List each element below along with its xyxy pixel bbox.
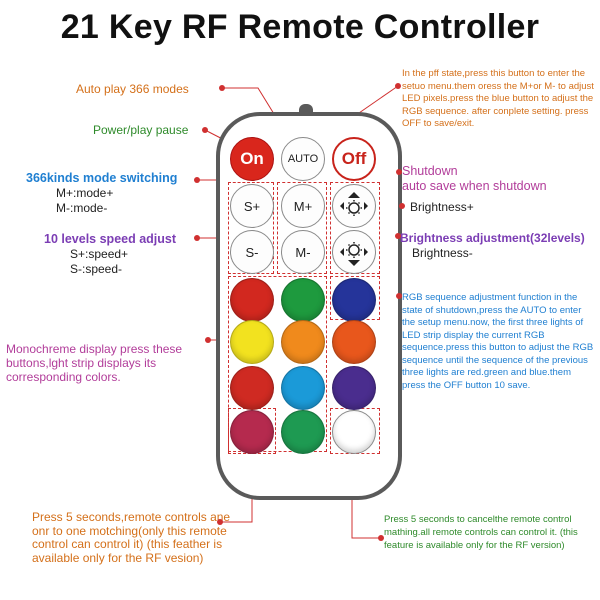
auto-play-label: Auto play 366 modes bbox=[76, 82, 189, 96]
mode-switch-label: 366kinds mode switching bbox=[26, 171, 178, 185]
speed-minus-label: S-:speed- bbox=[70, 262, 123, 276]
auto-button[interactable]: AUTO bbox=[281, 137, 325, 181]
color-button-r3-c3[interactable] bbox=[332, 366, 376, 410]
brightness-adjust-label: Brightness adjustment(32levels) bbox=[400, 231, 585, 245]
connector-dot bbox=[395, 83, 401, 89]
color-button-r3-c1[interactable] bbox=[230, 366, 274, 410]
brightness-up-icon bbox=[340, 192, 368, 216]
page-title: 21 Key RF Remote Controller bbox=[60, 8, 540, 46]
connector-dot bbox=[396, 293, 402, 299]
rgb-sequence-label: RGB sequence adjustment function in the … bbox=[402, 292, 594, 391]
brightness-minus-label: Brightness- bbox=[412, 246, 473, 260]
shutdown-label: Shutdown bbox=[402, 164, 458, 178]
speed-adjust-label: 10 levels speed adjust bbox=[44, 232, 177, 246]
monochrome-label: Monochreme display press these buttons,l… bbox=[6, 342, 183, 384]
mode-plus-button[interactable]: M+ bbox=[281, 184, 325, 228]
connector-dot bbox=[378, 535, 384, 541]
color-button-r1-c3[interactable] bbox=[332, 278, 376, 322]
connector-dot bbox=[194, 235, 200, 241]
color-button-r4-c2[interactable] bbox=[281, 410, 325, 454]
power-label: Power/play pause bbox=[93, 123, 189, 137]
mode-plus-label: M+:mode+ bbox=[56, 186, 114, 200]
color-button-r2-c3[interactable] bbox=[332, 320, 376, 364]
pair-label: Press 5 seconds,remote controls ane onr … bbox=[32, 510, 231, 565]
remote-nub bbox=[299, 104, 313, 114]
color-group bbox=[228, 276, 327, 452]
brightness-plus-label: Brightness+ bbox=[410, 200, 474, 214]
speed-plus-button[interactable]: S+ bbox=[230, 184, 274, 228]
speed-minus-button[interactable]: S- bbox=[230, 230, 274, 274]
connector-dot bbox=[217, 519, 223, 525]
brightness-down-icon bbox=[340, 242, 368, 266]
color-button-r1-c1[interactable] bbox=[230, 278, 274, 322]
color-button-r4-c3[interactable] bbox=[332, 410, 376, 454]
connector-dot bbox=[396, 169, 402, 175]
connector-dot bbox=[205, 337, 211, 343]
connector-dot bbox=[194, 177, 200, 183]
auto-save-label: auto save when shutdown bbox=[402, 179, 547, 193]
connector-dot bbox=[399, 203, 405, 209]
brightness-minus-button[interactable] bbox=[332, 230, 376, 274]
color-button-r2-c1[interactable] bbox=[230, 320, 274, 364]
color-button-r4-c1[interactable] bbox=[230, 410, 274, 454]
connector-dot bbox=[202, 127, 208, 133]
connector-dot bbox=[219, 85, 225, 91]
color-button-r3-c2[interactable] bbox=[281, 366, 325, 410]
setup-menu-label: In the pff state,press this button to en… bbox=[402, 68, 594, 129]
color-button-r1-c2[interactable] bbox=[281, 278, 325, 322]
speed-plus-label: S+:speed+ bbox=[70, 247, 129, 261]
mode-minus-label: M-:mode- bbox=[56, 201, 108, 215]
mode-minus-button[interactable]: M- bbox=[281, 230, 325, 274]
connector-dot bbox=[395, 233, 401, 239]
on-button[interactable]: On bbox=[230, 137, 274, 181]
off-button[interactable]: Off bbox=[332, 137, 376, 181]
brightness-plus-button[interactable] bbox=[332, 184, 376, 228]
color-button-r2-c2[interactable] bbox=[281, 320, 325, 364]
cancel-pair-label: Press 5 seconds to cancelthe remote cont… bbox=[384, 514, 578, 551]
